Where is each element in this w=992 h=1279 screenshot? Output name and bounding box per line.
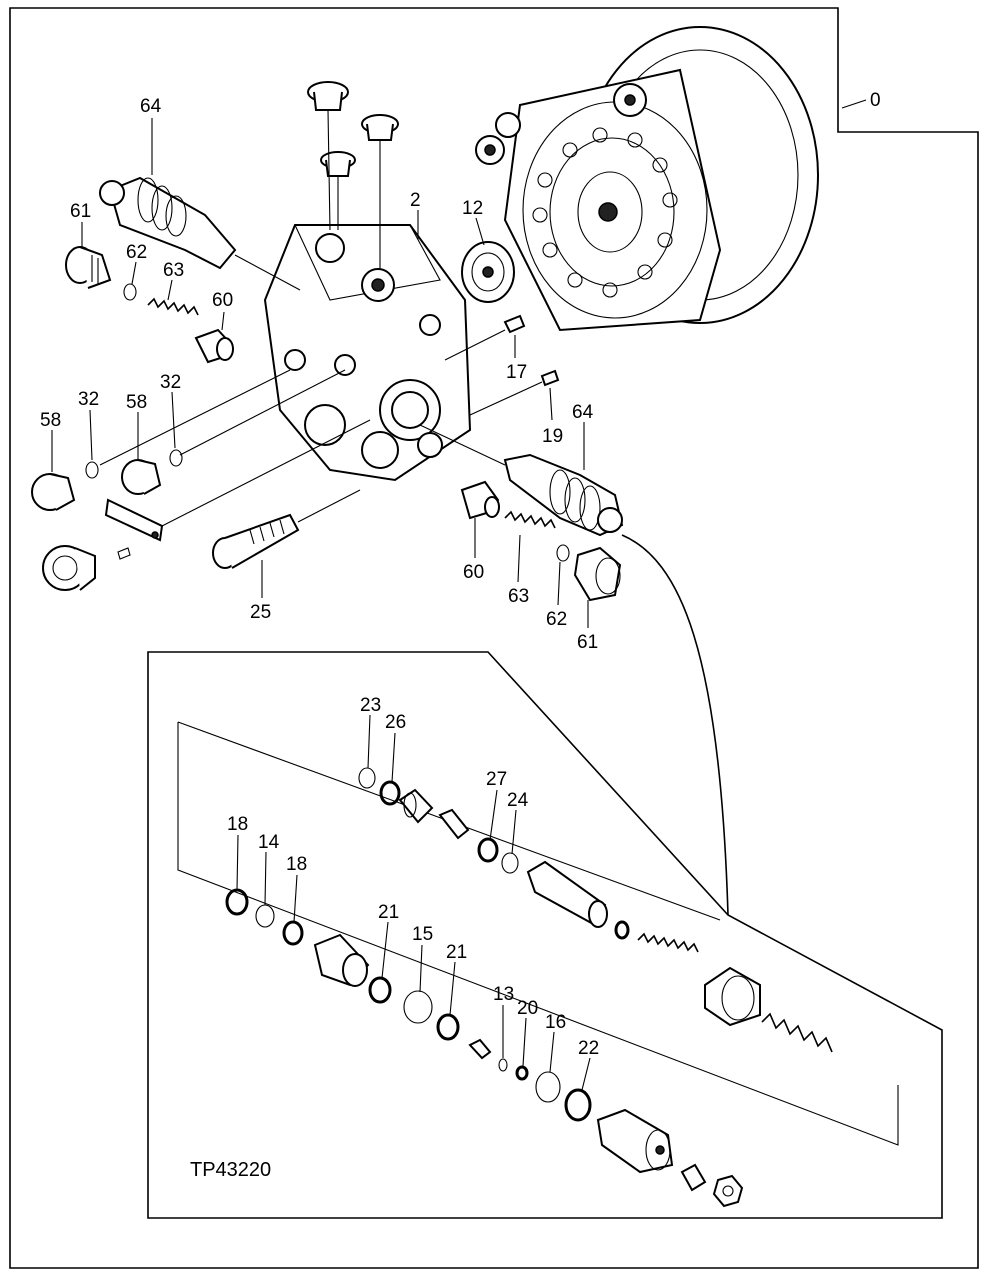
- plug-bottom-left: [42, 545, 131, 591]
- label-32-left: 32: [78, 389, 99, 410]
- figure-reference: TP43220: [190, 1159, 271, 1181]
- label-26: 26: [385, 712, 406, 733]
- label-58-right: 58: [126, 392, 147, 413]
- label-21-left: 21: [378, 902, 399, 923]
- inset-leaders: [236, 714, 591, 1091]
- label-19: 19: [542, 426, 563, 447]
- oring-62-left: [123, 283, 137, 301]
- leader-0: [841, 99, 867, 109]
- oring-62-right: [556, 544, 570, 562]
- label-21-right: 21: [446, 942, 467, 963]
- inset-parts: [225, 767, 833, 1208]
- label-64-left: 64: [140, 96, 162, 117]
- leader-32-right: [171, 391, 176, 449]
- label-18-left: 18: [227, 814, 248, 835]
- inset-frame: [147, 651, 943, 1219]
- label-63-left: 63: [163, 260, 184, 281]
- leader-63-right: [517, 534, 521, 583]
- leader-19: [549, 387, 553, 421]
- leader-62-right: [557, 561, 561, 606]
- leader-63-left: [167, 279, 173, 301]
- spring-63-right: [504, 510, 556, 529]
- label-18-right: 18: [286, 854, 307, 875]
- leader-60-left: [221, 311, 225, 331]
- oring-32-right: [169, 449, 183, 467]
- relief-valve-right: [419, 424, 624, 537]
- label-27: 27: [486, 769, 507, 790]
- piston-60-left: [194, 328, 234, 364]
- label-16: 16: [545, 1012, 566, 1033]
- label-17: 17: [506, 362, 527, 383]
- top-plugs: [307, 81, 399, 270]
- label-24: 24: [507, 790, 529, 811]
- plug-left: [65, 246, 112, 289]
- label-61-left: 61: [70, 201, 91, 222]
- plug-58-left: [31, 473, 76, 511]
- inset-axis-box: [177, 721, 899, 1146]
- label-64-right: 64: [572, 402, 594, 423]
- leader-12: [475, 217, 485, 246]
- label-2: 2: [410, 190, 421, 211]
- label-13: 13: [493, 984, 514, 1005]
- label-15: 15: [412, 924, 433, 945]
- label-0: 0: [870, 90, 881, 111]
- label-32-right: 32: [160, 372, 181, 393]
- leader-62-left: [131, 261, 137, 285]
- leader-17-line: [444, 329, 506, 361]
- label-23: 23: [360, 695, 381, 716]
- label-63-right: 63: [508, 586, 529, 607]
- leader-lines-58: [99, 369, 346, 466]
- plug-right: [573, 546, 622, 602]
- oring-32-left: [85, 461, 99, 479]
- pin-17: [503, 314, 526, 334]
- label-62-right: 62: [546, 609, 567, 630]
- outer-frame: [9, 7, 979, 1269]
- valve-block: [263, 224, 472, 482]
- label-12: 12: [462, 198, 483, 219]
- cap-screw: [212, 489, 361, 569]
- label-61-right: 61: [577, 632, 598, 653]
- nameplate: [104, 419, 371, 542]
- label-60-left: 60: [212, 290, 233, 311]
- piston-60-right: [460, 480, 500, 520]
- label-25: 25: [250, 602, 271, 623]
- bearing: [461, 241, 515, 303]
- inset-connector: [621, 534, 729, 916]
- label-20: 20: [517, 998, 538, 1019]
- relief-valve-left: [99, 176, 301, 291]
- leader-19-line: [469, 381, 543, 416]
- label-60-right: 60: [463, 562, 484, 583]
- label-58-left: 58: [40, 410, 61, 431]
- label-62-left: 62: [126, 242, 147, 263]
- motor-housing: [475, 26, 819, 332]
- pin-19: [540, 369, 560, 387]
- spring-63-left: [147, 297, 199, 316]
- label-14: 14: [258, 832, 280, 853]
- label-22: 22: [578, 1038, 599, 1059]
- leader-32-left: [89, 409, 93, 461]
- plug-58-right: [121, 459, 162, 495]
